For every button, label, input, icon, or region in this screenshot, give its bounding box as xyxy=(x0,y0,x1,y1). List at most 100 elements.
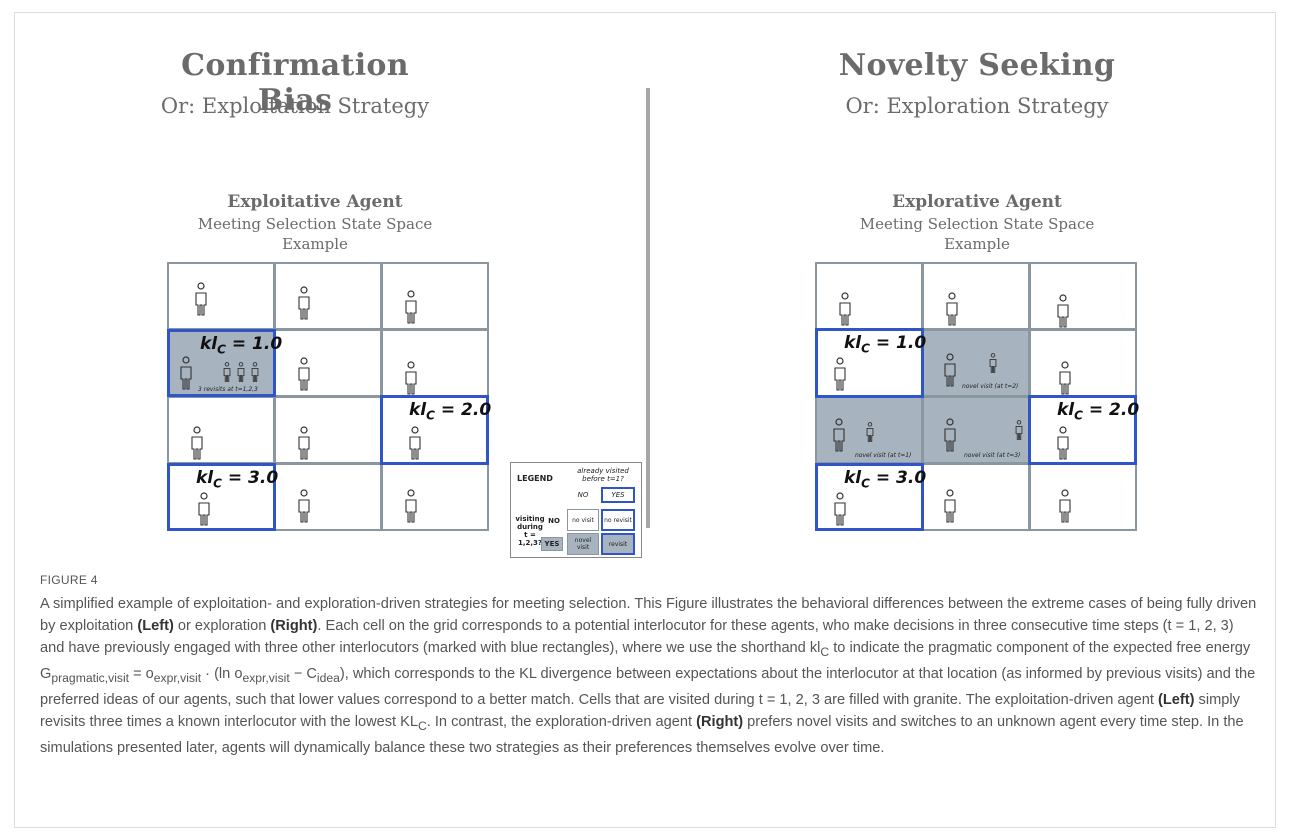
kl-value: = 2.0 xyxy=(1082,400,1140,420)
legend-no-revisit: no revisit xyxy=(601,509,635,531)
kl-text: kl xyxy=(844,468,862,488)
person-icon xyxy=(834,357,846,391)
person-icon xyxy=(1057,426,1069,460)
grid-cell xyxy=(1029,262,1137,330)
kl-text: kl xyxy=(200,334,218,354)
kl-value: = 1.0 xyxy=(869,333,927,353)
person-icon-small xyxy=(1015,420,1023,440)
grid-cell xyxy=(381,329,489,397)
left-agent-subtitle: Meeting Selection State Space Example xyxy=(180,214,450,254)
grid-cell-known: klC = 3.0 xyxy=(815,463,926,531)
caption-p9-sub: C xyxy=(417,718,427,733)
kl-value: = 1.0 xyxy=(225,334,283,354)
grid-cell xyxy=(381,262,489,330)
grid-cell-known: klC = 2.0 xyxy=(1028,395,1140,465)
person-icon-small xyxy=(866,422,874,442)
grid-cell xyxy=(167,262,275,330)
grid-cell-known: klC = 2.0 xyxy=(380,395,492,465)
legend-column-header: already visited before t=1? xyxy=(577,467,629,483)
legend-no-visit: no visit xyxy=(567,509,599,531)
kl-subscript: C xyxy=(213,476,222,491)
legend-revisit: revisit xyxy=(601,533,635,555)
caption-p10: . In contrast, the exploration-driven ag… xyxy=(426,713,697,730)
kl-text: kl xyxy=(844,333,862,353)
grid-cell-known: klC = 3.0 xyxy=(167,463,278,531)
right-title: Novelty Seeking xyxy=(838,48,1116,83)
caption-left-2: (Left) xyxy=(1158,691,1195,708)
right-agent-title: Explorative Agent xyxy=(892,192,1062,212)
kl-value: = 3.0 xyxy=(869,468,927,488)
kl-value: = 3.0 xyxy=(221,468,279,488)
right-agent-subtitle-line2: Example xyxy=(944,235,1010,253)
caption-p9: simply revisits three times a known inte… xyxy=(40,691,1240,730)
kl-subscript: C xyxy=(861,476,870,491)
person-icon xyxy=(839,292,851,326)
left-agent-title: Exploitative Agent xyxy=(227,192,403,212)
person-icon xyxy=(405,489,417,523)
grid-cell xyxy=(1029,463,1137,531)
person-icon xyxy=(298,286,310,320)
caption-p4: to indicate the pragmatic component of t… xyxy=(40,640,1251,682)
caption-p5: = o xyxy=(129,665,154,682)
legend-col-yes: YES xyxy=(601,487,635,503)
caption-p6-sub: expr,visit xyxy=(242,670,290,685)
caption-p2: or exploration xyxy=(173,618,271,634)
person-icon xyxy=(1057,294,1069,328)
person-icon-small xyxy=(223,362,231,382)
kl-text: kl xyxy=(409,400,427,420)
caption-p4-sub: pragmatic,visit xyxy=(51,670,130,685)
person-icon xyxy=(298,426,310,460)
person-icon xyxy=(198,492,210,526)
grid-cell xyxy=(922,463,1030,531)
person-icon xyxy=(946,292,958,326)
caption-right-2: (Right) xyxy=(696,713,744,730)
kl-subscript: C xyxy=(426,408,435,423)
novel-visit-note: novel visit (at t=2) xyxy=(962,383,1019,390)
grid-cell xyxy=(381,463,489,531)
legend-box: LEGEND already visited before t=1? NO YE… xyxy=(510,462,642,558)
person-icon xyxy=(405,290,417,324)
person-icon xyxy=(191,426,203,460)
legend-row-yes: YES xyxy=(541,537,563,551)
grid-cell-novel-visit: novel visit (at t=2) xyxy=(922,329,1030,397)
caption-p7: − C xyxy=(289,665,317,682)
column-divider xyxy=(646,88,650,528)
grid-cell-novel-visit: novel visit (at t=3) xyxy=(922,396,1030,464)
grid-cell xyxy=(1029,329,1137,397)
figure-label: FIGURE 4 xyxy=(40,573,98,587)
revisit-note: 3 revisits at t=1,2,3 xyxy=(198,386,258,393)
kl-subscript: C xyxy=(1074,408,1083,423)
kl-label: klC = 3.0 xyxy=(196,468,278,490)
kl-text: kl xyxy=(1057,400,1075,420)
novel-visit-note: novel visit (at t=3) xyxy=(964,452,1021,459)
figure-panel: Confirmation Bias Or: Exploitation Strat… xyxy=(160,48,1140,558)
figure-frame xyxy=(14,12,1276,828)
grid-cell xyxy=(815,262,923,330)
legend-title: LEGEND xyxy=(517,474,553,483)
kl-value: = 2.0 xyxy=(434,400,492,420)
person-icon xyxy=(409,426,421,460)
kl-label: klC = 3.0 xyxy=(844,468,926,490)
caption-right: (Right) xyxy=(270,618,318,634)
novel-visit-note: novel visit (at t=1) xyxy=(855,452,912,459)
left-title: Confirmation Bias xyxy=(181,48,409,118)
caption-p3: . Each cell on the grid corresponds to a… xyxy=(40,618,1234,656)
person-icon-small xyxy=(989,353,997,373)
grid-cell-novel-visit: novel visit (at t=1) xyxy=(815,396,923,464)
person-icon xyxy=(298,357,310,391)
person-icon xyxy=(834,492,846,526)
legend-row-header: visiting during t = 1,2,3? xyxy=(515,515,545,547)
person-icon xyxy=(1059,489,1071,523)
grid-cell-known-revisit: klC = 1.0 3 revisits at t=1,2,3 xyxy=(167,329,282,397)
kl-subscript: C xyxy=(217,342,226,357)
person-icon-small xyxy=(237,362,245,382)
left-subtitle: Or: Exploitation Strategy xyxy=(160,94,430,118)
right-agent-subtitle: Meeting Selection State Space Example xyxy=(842,214,1112,254)
person-icon xyxy=(944,489,956,523)
grid-cell-known: klC = 1.0 xyxy=(815,328,927,398)
grid-cell xyxy=(167,396,275,464)
caption-p6: · (ln o xyxy=(201,665,243,682)
person-icon-small xyxy=(251,362,259,382)
caption-p1: A simplified example of exploitation- an… xyxy=(40,596,1257,634)
grid-cell xyxy=(274,329,382,397)
